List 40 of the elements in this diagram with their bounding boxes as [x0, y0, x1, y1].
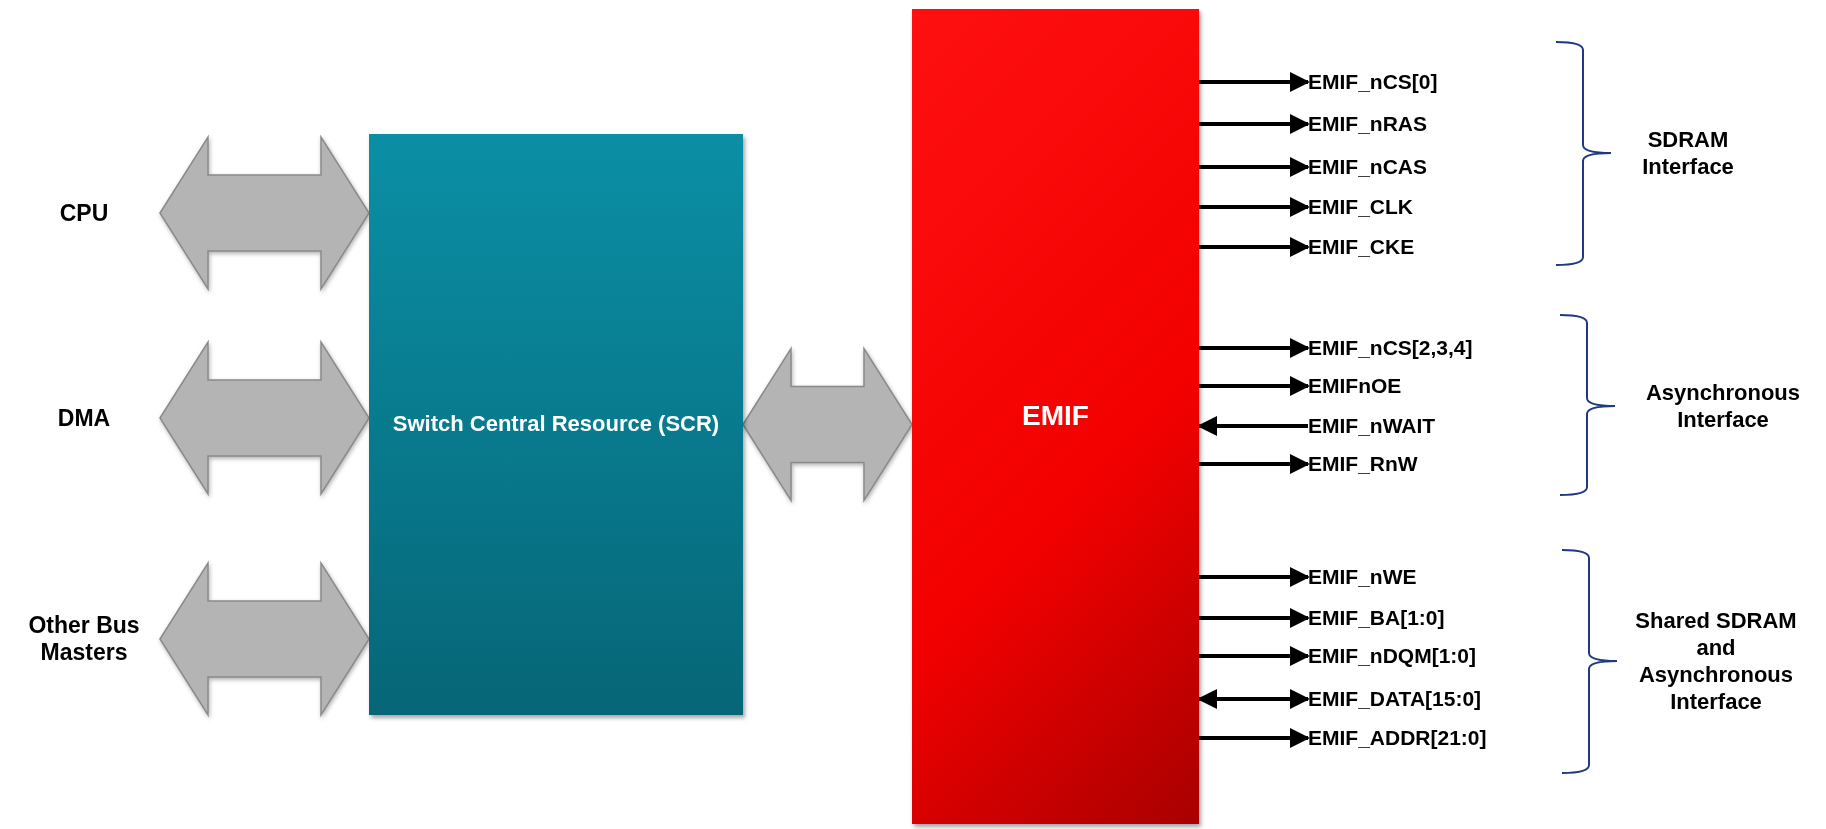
- double-block-arrow: [159, 339, 370, 497]
- interface-group-label: Shared SDRAM and Asynchronous Interface: [1634, 607, 1798, 715]
- signal-arrow: [1199, 646, 1310, 666]
- signal-arrow: [1199, 338, 1310, 358]
- signal-arrow: [1199, 157, 1310, 177]
- double-block-arrow: [159, 134, 370, 292]
- signal-label: EMIF_nWAIT: [1308, 414, 1436, 438]
- interface-group-label: SDRAM Interface: [1641, 126, 1735, 180]
- signal-arrow: [1199, 114, 1310, 134]
- signal-arrow: [1199, 376, 1310, 396]
- block-label: Switch Central Resource (SCR): [392, 410, 720, 439]
- bus-master-label: DMA: [8, 390, 160, 446]
- bus-master-label: Other Bus Masters: [8, 604, 160, 674]
- double-block-arrow: [159, 560, 370, 718]
- signal-label: EMIF_nCAS: [1308, 155, 1427, 179]
- block-label: EMIF: [1022, 399, 1089, 434]
- switch-block: [369, 134, 743, 715]
- bus-master-label: CPU: [8, 185, 160, 241]
- interface-group-label: Asynchronous Interface: [1645, 379, 1801, 433]
- signal-label: EMIF_CKE: [1308, 235, 1415, 259]
- signal-arrow: [1199, 454, 1310, 474]
- signal-arrow: [1199, 237, 1310, 257]
- signal-label: EMIF_ADDR[21:0]: [1308, 726, 1487, 750]
- signal-label: EMIFnOE: [1308, 374, 1402, 398]
- signal-label: EMIF_nCS[0]: [1308, 70, 1438, 94]
- signal-arrow: [1199, 567, 1310, 587]
- signal-label: EMIF_DATA[15:0]: [1308, 687, 1482, 711]
- signal-label: EMIF_CLK: [1308, 195, 1413, 219]
- signal-label: EMIF_nWE: [1308, 565, 1417, 589]
- double-block-arrow: [742, 345, 913, 504]
- signal-arrow: [1199, 608, 1310, 628]
- emif-block: [912, 9, 1199, 824]
- signal-arrow: [1199, 197, 1310, 217]
- signal-label: EMIF_BA[1:0]: [1308, 606, 1445, 630]
- signal-label: EMIF_RnW: [1308, 452, 1418, 476]
- signal-arrow: [1199, 728, 1310, 748]
- signal-label: EMIF_nRAS: [1308, 112, 1427, 136]
- signal-label: EMIF_nCS[2,3,4]: [1308, 336, 1473, 360]
- signal-arrow: [1199, 72, 1310, 92]
- signal-label: EMIF_nDQM[1:0]: [1308, 644, 1476, 668]
